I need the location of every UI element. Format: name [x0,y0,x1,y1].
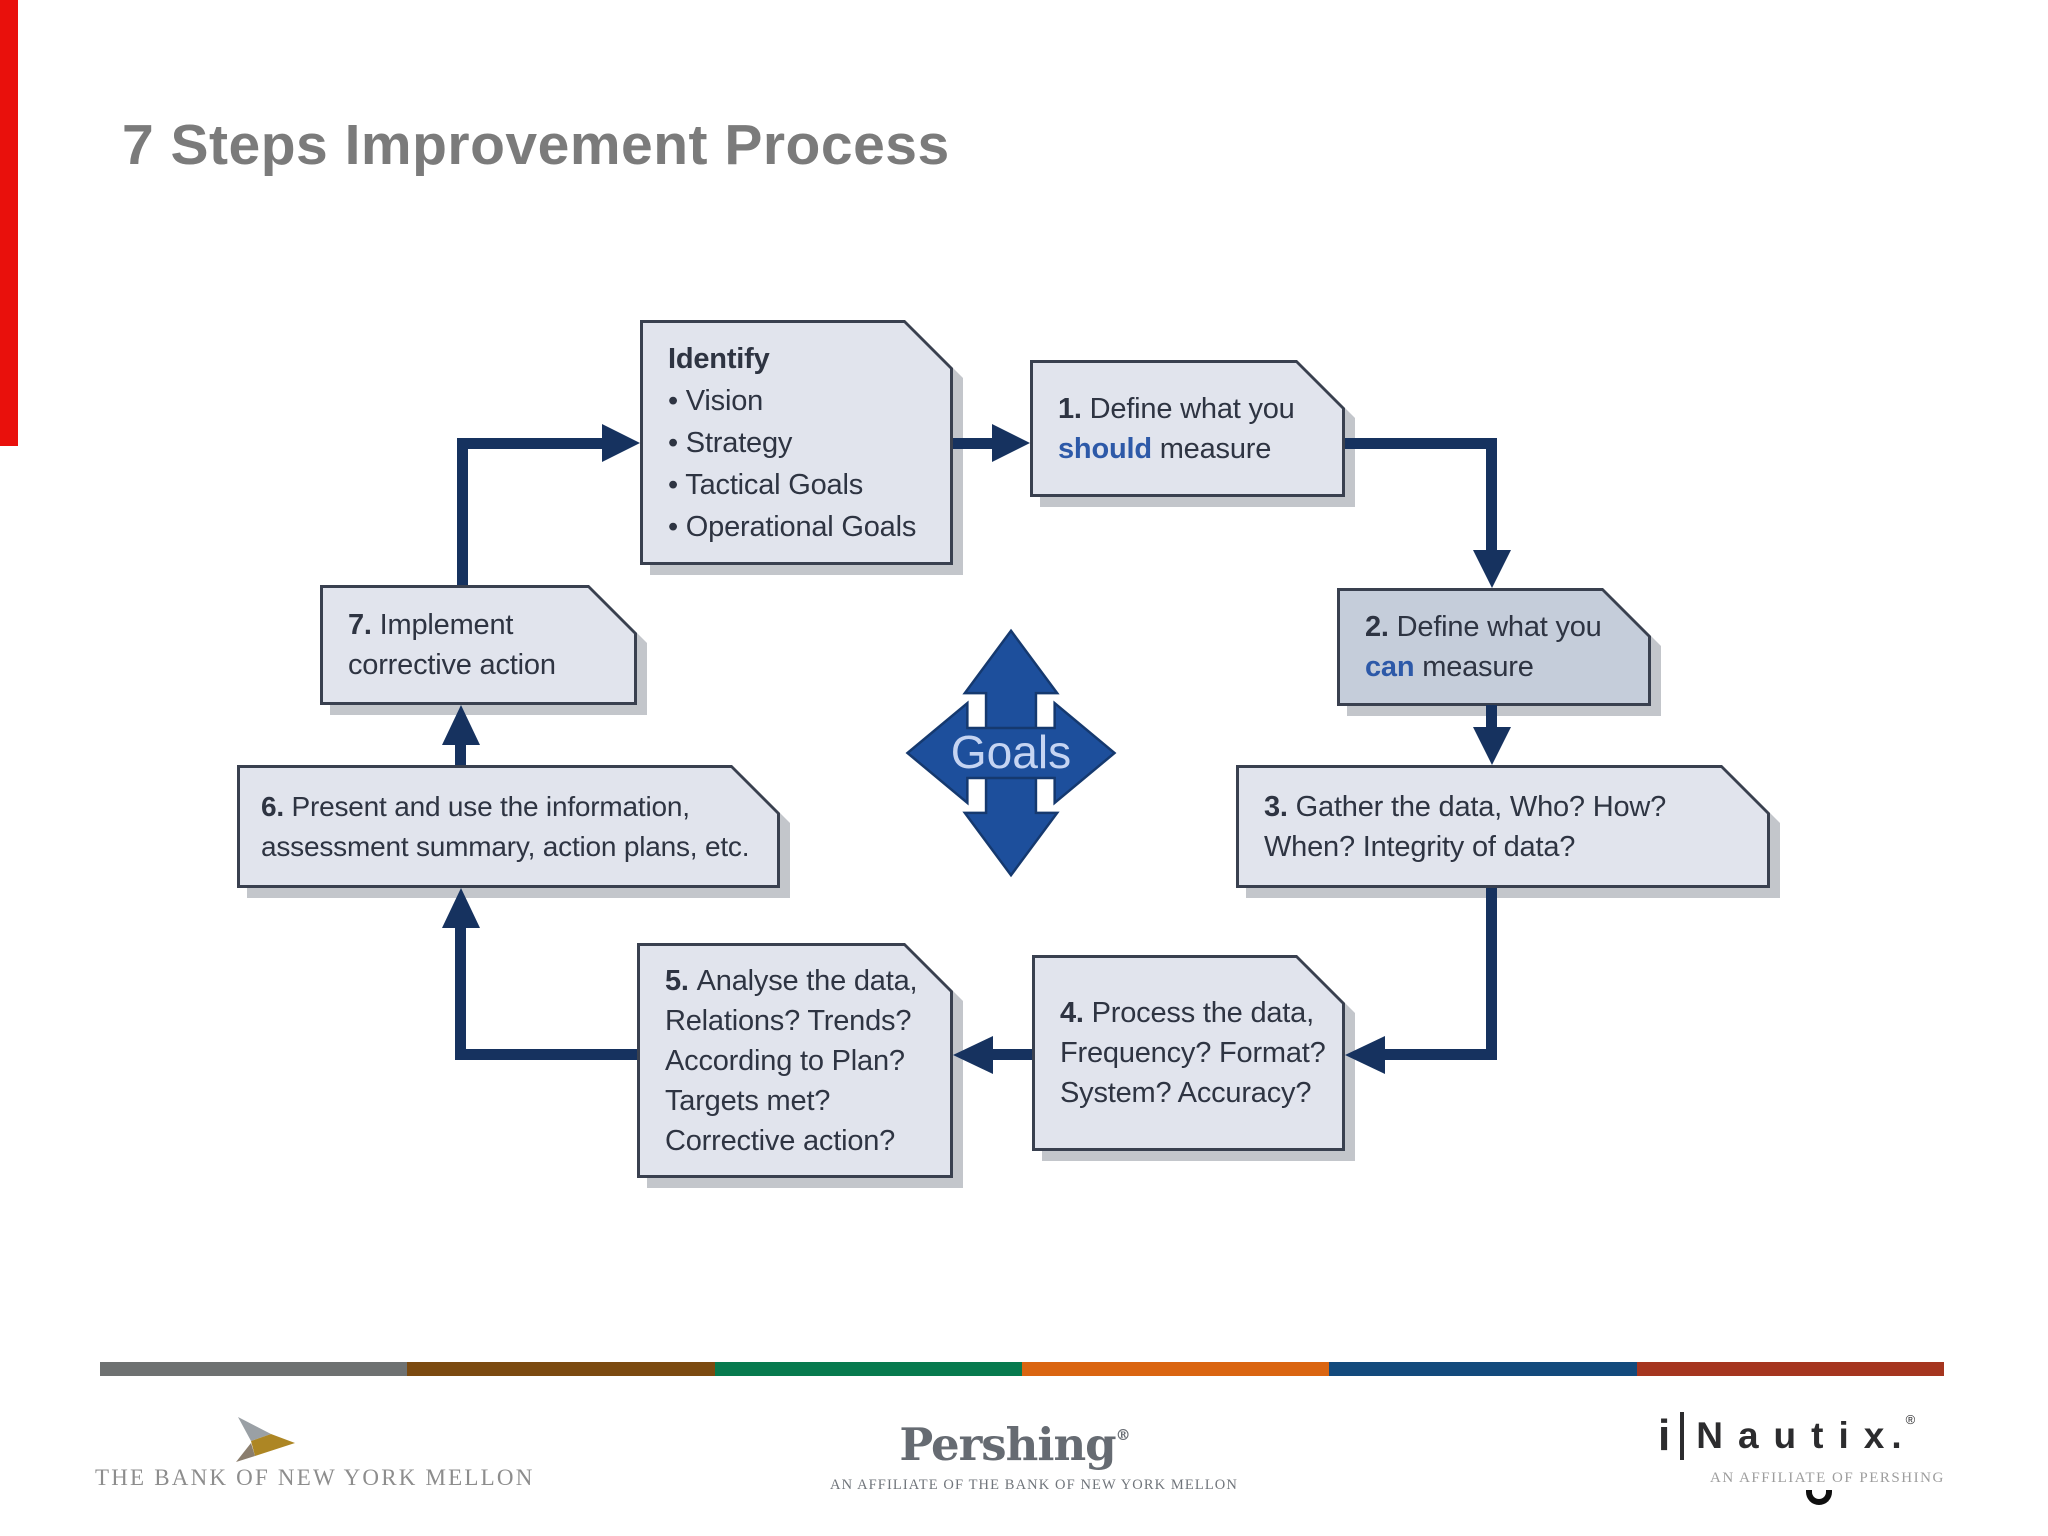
arrow-4-to-5-seg [993,1049,1032,1060]
box-step5-text: 5. Analyse the data,Relations? Trends?Ac… [665,964,918,1157]
inautix-i: i [1658,1411,1671,1460]
box-fill [1035,958,1342,1148]
footer-color-bar [100,1362,1944,1376]
inautix-divider [1680,1412,1685,1460]
arrow-7-to-identify-vseg [457,443,468,585]
box-step6-text: 6. Present and use the information,asses… [261,790,750,862]
arrow-2-to-3-head [1473,727,1511,765]
box-identify-text: Identify• Vision• Strategy• Tactical Goa… [668,342,917,543]
inautix-name: Nautix [1696,1415,1900,1456]
box-fill [323,588,634,702]
arrow-identify-to-1-seg [953,438,993,449]
arrow-1-to-2-hseg [1345,438,1497,449]
pershing-wordmark: Pershing® [899,1418,1131,1471]
box-fill [1033,363,1342,494]
arrow-identify-to-1-head [992,424,1030,462]
goals-label: Goals [951,726,1072,778]
box-fill [1340,591,1648,703]
arrow-1-to-2-vseg [1486,438,1497,550]
pershing-affiliate-text: AN AFFILIATE OF THE BANK OF NEW YORK MEL… [830,1477,1238,1493]
bnym-arrow-icon [236,1417,295,1462]
box-step3-text: 3. Gather the data, Who? How?When? Integ… [1264,790,1667,863]
arrow-5-to-6-head [442,888,480,928]
arrow-3-to-4-hseg [1385,1049,1497,1060]
bar-segment-navy [1329,1362,1637,1376]
bnym-logo-text: THE BANK OF NEW YORK MELLON [95,1465,535,1490]
inautix-logo: i Nautix . ® AN AFFILIATE OF PERSHING [1658,1412,1968,1487]
box-fill [1239,768,1767,885]
box-step5: 5. Analyse the data,Relations? Trends?Ac… [637,943,953,1178]
arrow-6-to-7-seg [455,745,466,765]
arrow-1-to-2-head [1473,550,1511,588]
bar-segment-orange [1021,1362,1330,1376]
inautix-dot: . [1891,1415,1902,1456]
box-identify: Identify• Vision• Strategy• Tactical Goa… [640,320,953,565]
arrow-4-to-5-head [953,1036,993,1074]
bar-segment-green [714,1362,1022,1376]
box-step4: 4. Process the data,Frequency? Format?Sy… [1032,955,1345,1151]
inautix-wordmark: i Nautix . ® [1658,1412,1968,1460]
arrow-5-to-6-vseg [455,928,466,1060]
arrow-6-to-7-head [442,705,480,745]
box-fill [640,946,950,1175]
pershing-logo: Pershing® AN AFFILIATE OF THE BANK OF NE… [830,1418,1238,1494]
arrow-3-to-4-vseg [1486,888,1497,1060]
box-step6: 6. Present and use the information,asses… [237,765,780,888]
bar-segment-gray [100,1362,408,1376]
arrow-7-to-identify-head [602,424,640,462]
arrow-5-to-6-hseg [455,1049,637,1060]
box-fill [643,323,950,562]
arrow-2-to-3-seg [1486,705,1497,729]
registered-mark: ® [1115,1426,1131,1444]
box-step3: 3. Gather the data, Who? How?When? Integ… [1236,765,1770,888]
red-accent-bar [0,0,18,446]
arrow-7-to-identify-hseg [457,438,602,449]
inautix-affiliate-text: AN AFFILIATE OF PERSHING [1710,1470,1945,1486]
page-title: 7 Steps Improvement Process [122,113,950,177]
page-number-remnant [1806,1490,1832,1505]
arrow-3-to-4-head [1345,1036,1385,1074]
bar-segment-red [1636,1362,1944,1376]
box-fill [240,768,777,885]
registered-mark: ® [1905,1412,1916,1427]
goals-center: Goals [905,627,1117,879]
box-step4-text: 4. Process the data,Frequency? Format?Sy… [1060,997,1326,1109]
bar-segment-brown [407,1362,715,1376]
four-way-arrow-icon: Goals [905,628,1117,878]
